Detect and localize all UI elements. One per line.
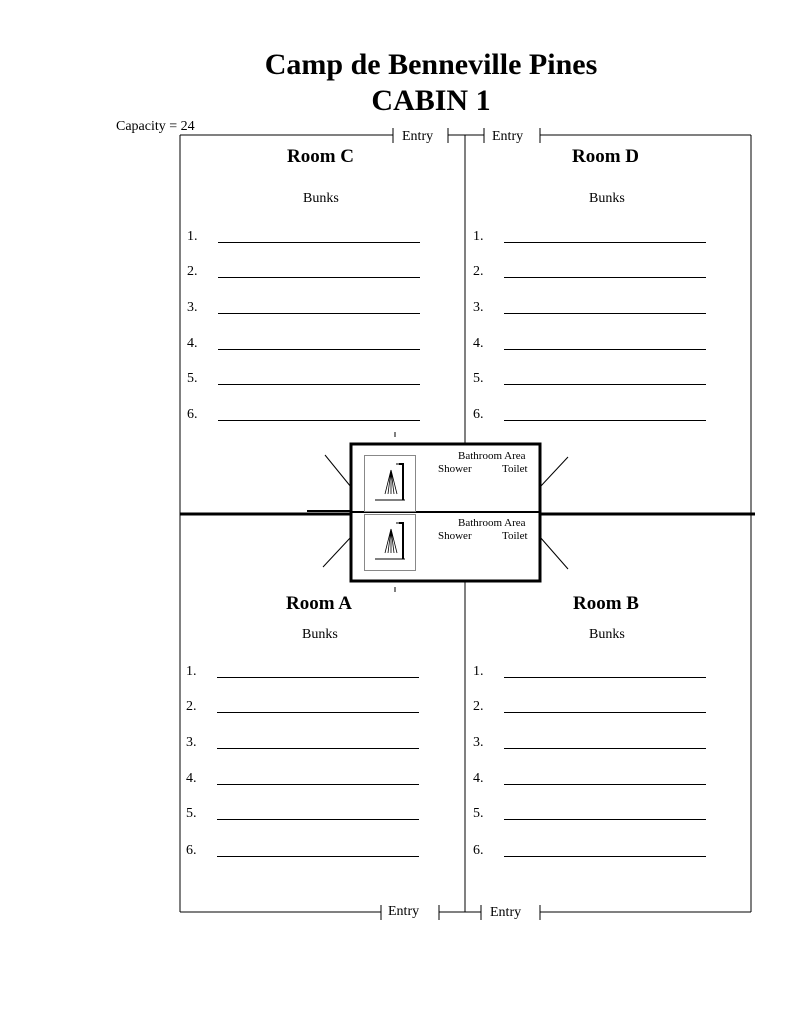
bunk-number: 3.: [187, 300, 198, 315]
bunk-number: 2.: [473, 264, 484, 279]
bunk-number: 4.: [473, 771, 484, 786]
bunk-name-blank[interactable]: [504, 349, 706, 350]
room-c-bunks-label: Bunks: [303, 191, 339, 206]
bunk-name-blank[interactable]: [218, 349, 420, 350]
bathroom-area-label: Bathroom Area: [458, 450, 526, 462]
bunk-name-blank[interactable]: [218, 384, 420, 385]
bunk-name-blank[interactable]: [504, 784, 706, 785]
bunk-name-blank[interactable]: [217, 748, 419, 749]
bunk-name-blank[interactable]: [218, 242, 420, 243]
bunk-number: 5.: [473, 806, 484, 821]
room-c-title: Room C: [287, 146, 355, 167]
bunk-number: 2.: [186, 699, 197, 714]
bunk-number: 2.: [473, 699, 484, 714]
bunk-number: 4.: [187, 336, 198, 351]
bunk-number: 3.: [473, 300, 484, 315]
entry-label-top-left: Entry: [400, 129, 436, 145]
bunk-name-blank[interactable]: [217, 712, 419, 713]
bunk-name-blank[interactable]: [217, 856, 419, 857]
bunk-name-blank[interactable]: [218, 277, 420, 278]
room-b-title: Room B: [573, 593, 639, 614]
toilet-label: Toilet: [502, 530, 528, 542]
cabin-name-title: Camp de Benneville Pines: [264, 48, 598, 81]
bunk-name-blank[interactable]: [504, 384, 706, 385]
bunk-name-blank[interactable]: [504, 313, 706, 314]
entry-label-bottom-right: Entry: [488, 905, 524, 921]
bunk-name-blank[interactable]: [504, 819, 706, 820]
room-a-bunks-label: Bunks: [302, 627, 338, 642]
bunk-number: 4.: [186, 771, 197, 786]
toilet-label: Toilet: [502, 463, 528, 475]
bunk-number: 1.: [187, 229, 198, 244]
bunk-number: 2.: [187, 264, 198, 279]
room-a-title: Room A: [286, 593, 352, 614]
bunk-number: 6.: [473, 843, 484, 858]
bunk-name-blank[interactable]: [504, 242, 706, 243]
bunk-name-blank[interactable]: [504, 677, 706, 678]
bunk-name-blank[interactable]: [218, 313, 420, 314]
bunk-number: 1.: [473, 664, 484, 679]
bunk-number: 3.: [186, 735, 197, 750]
bunk-name-blank[interactable]: [217, 677, 419, 678]
shower-icon: [364, 455, 416, 512]
bunk-number: 6.: [186, 843, 197, 858]
bunk-name-blank[interactable]: [504, 856, 706, 857]
bunk-name-blank[interactable]: [218, 420, 420, 421]
entry-label-top-right: Entry: [490, 129, 526, 145]
shower-label: Shower: [438, 463, 472, 475]
bathroom-area-label: Bathroom Area: [458, 517, 526, 529]
room-d-title: Room D: [572, 146, 640, 167]
entry-label-bottom-left: Entry: [386, 904, 422, 920]
shower-icon: [364, 514, 416, 571]
bunk-name-blank[interactable]: [217, 784, 419, 785]
bunk-number: 3.: [473, 735, 484, 750]
bunk-number: 6.: [473, 407, 484, 422]
bunk-name-blank[interactable]: [504, 748, 706, 749]
shower-label: Shower: [438, 530, 472, 542]
bunk-name-blank[interactable]: [504, 277, 706, 278]
bunk-number: 1.: [473, 229, 484, 244]
cabin-number-title: CABIN 1: [371, 84, 491, 117]
bunk-number: 6.: [187, 407, 198, 422]
bunk-number: 1.: [186, 664, 197, 679]
bunk-number: 5.: [473, 371, 484, 386]
room-b-bunks-label: Bunks: [589, 627, 625, 642]
bunk-number: 5.: [186, 806, 197, 821]
bunk-name-blank[interactable]: [504, 712, 706, 713]
bunk-name-blank[interactable]: [217, 819, 419, 820]
room-d-bunks-label: Bunks: [589, 191, 625, 206]
bunk-number: 5.: [187, 371, 198, 386]
bunk-number: 4.: [473, 336, 484, 351]
bunk-name-blank[interactable]: [504, 420, 706, 421]
capacity-label: Capacity = 24: [116, 119, 195, 134]
